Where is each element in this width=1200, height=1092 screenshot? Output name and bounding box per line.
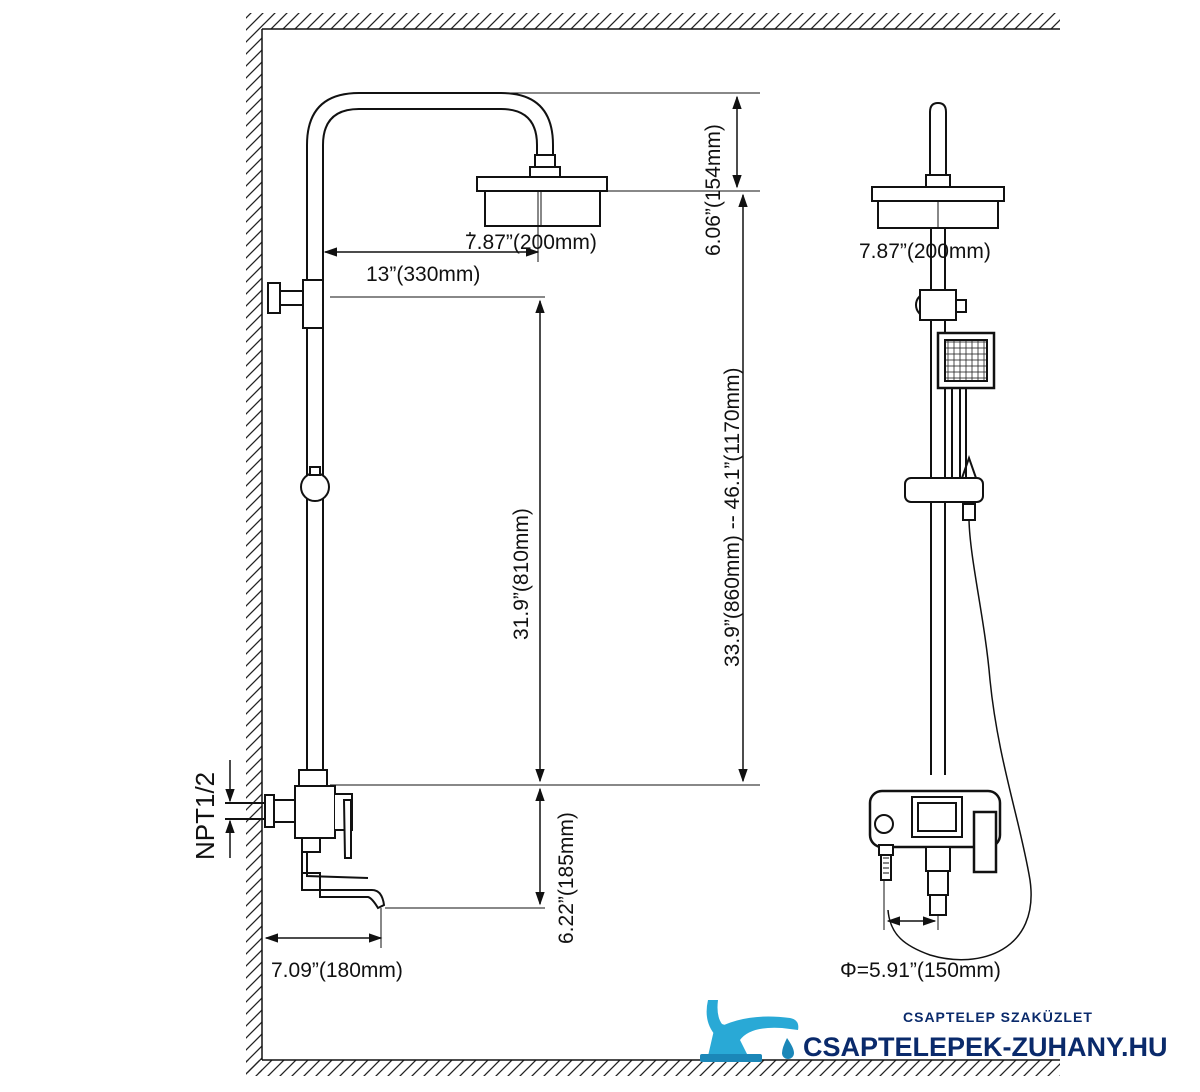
label-inlet-spacing: Φ=5.91”(150mm) xyxy=(840,959,1001,982)
label-total-height: 33.9”(860mm) -- 46.1”(1170mm) xyxy=(721,367,744,667)
label-inlet-thread: NPT1/2 xyxy=(190,772,220,860)
label-head-drop: 6.06”(154mm) xyxy=(702,124,725,256)
slider-holder-front xyxy=(904,477,984,503)
side-view xyxy=(225,92,608,910)
side-dimension-lines xyxy=(225,92,760,948)
dimension-labels: 7.87”(200mm) 13”(330mm) 6.06”(154mm) 31.… xyxy=(190,124,1001,982)
wall-bracket xyxy=(267,282,281,314)
label-head-width-front: 7.87”(200mm) xyxy=(859,240,991,263)
label-spout-reach: 7.09”(180mm) xyxy=(271,959,403,982)
spout-side xyxy=(301,852,386,910)
front-view xyxy=(868,101,1032,961)
mixer-body-side xyxy=(294,785,336,839)
brand-site: CSAPTELEPEK-ZUHANY.HU xyxy=(803,1032,1168,1062)
hose xyxy=(887,519,1032,961)
wall xyxy=(246,13,1060,1076)
brand-tagline: CSAPTELEP SZAKÜZLET xyxy=(903,1009,1093,1025)
label-spout-drop: 6.22”(185mm) xyxy=(555,812,578,944)
front-dimension-lines xyxy=(883,880,939,930)
label-arm-reach: 13”(330mm) xyxy=(366,263,480,286)
shower-head-front xyxy=(871,186,1005,202)
faucet-logo-icon xyxy=(700,1000,799,1062)
label-slide-height: 31.9”(810mm) xyxy=(510,508,533,640)
slider-knob-side xyxy=(300,472,330,502)
brand-logo: CSAPTELEP SZAKÜZLET CSAPTELEPEK-ZUHANY.H… xyxy=(700,1000,1168,1062)
shower-head-side xyxy=(476,176,608,192)
label-head-width-side: 7.87”(200mm) xyxy=(465,231,597,254)
